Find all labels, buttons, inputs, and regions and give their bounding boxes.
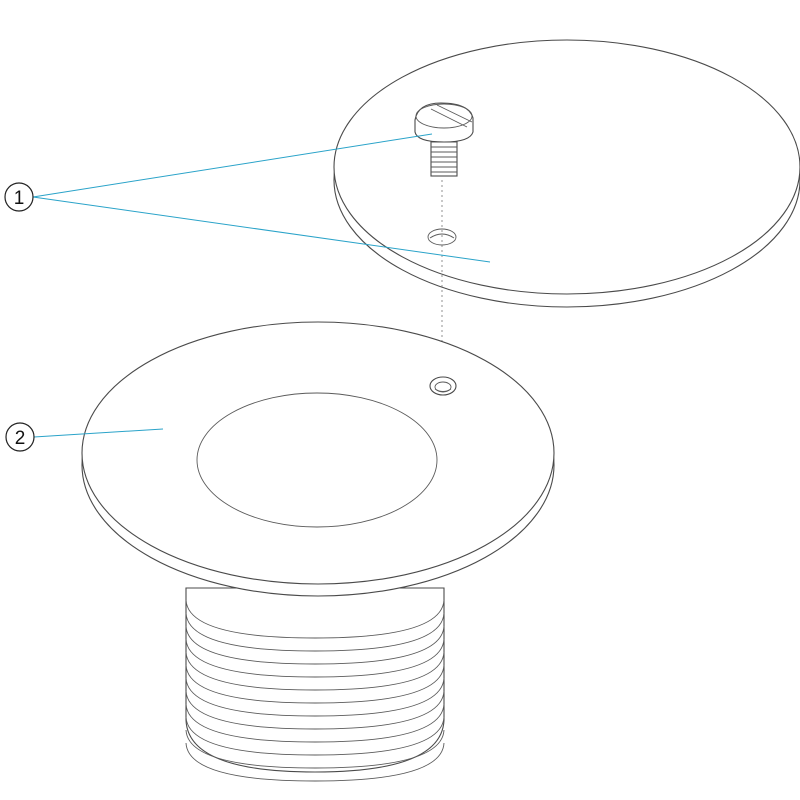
callout-1-circle bbox=[4, 182, 34, 212]
screw bbox=[414, 102, 474, 177]
callout-2: 2 bbox=[5, 422, 35, 452]
threaded-screw-hole bbox=[429, 376, 457, 396]
threaded-fitting bbox=[81, 321, 555, 782]
cover-plate bbox=[333, 39, 800, 308]
screw-head bbox=[414, 102, 474, 143]
leader-2-to-flange bbox=[33, 428, 164, 438]
callout-2-number: 2 bbox=[15, 428, 26, 449]
leader-1-to-cover bbox=[32, 196, 491, 263]
flange-bore bbox=[196, 392, 438, 528]
screw-slot bbox=[430, 104, 473, 128]
leader-1-to-screw bbox=[32, 133, 433, 198]
leader-lines bbox=[32, 133, 491, 438]
callout-1-number: 1 bbox=[14, 188, 25, 209]
flange-top-face bbox=[81, 321, 555, 585]
screw-thread bbox=[430, 135, 458, 177]
thread-body bbox=[185, 587, 445, 782]
callout-2-circle bbox=[5, 422, 35, 452]
cover-plate-screw-hole-inner bbox=[429, 233, 455, 239]
callout-1: 1 bbox=[4, 182, 34, 212]
flange bbox=[81, 321, 555, 597]
cover-plate-top-face bbox=[333, 39, 800, 295]
screw-head-top bbox=[415, 103, 473, 129]
